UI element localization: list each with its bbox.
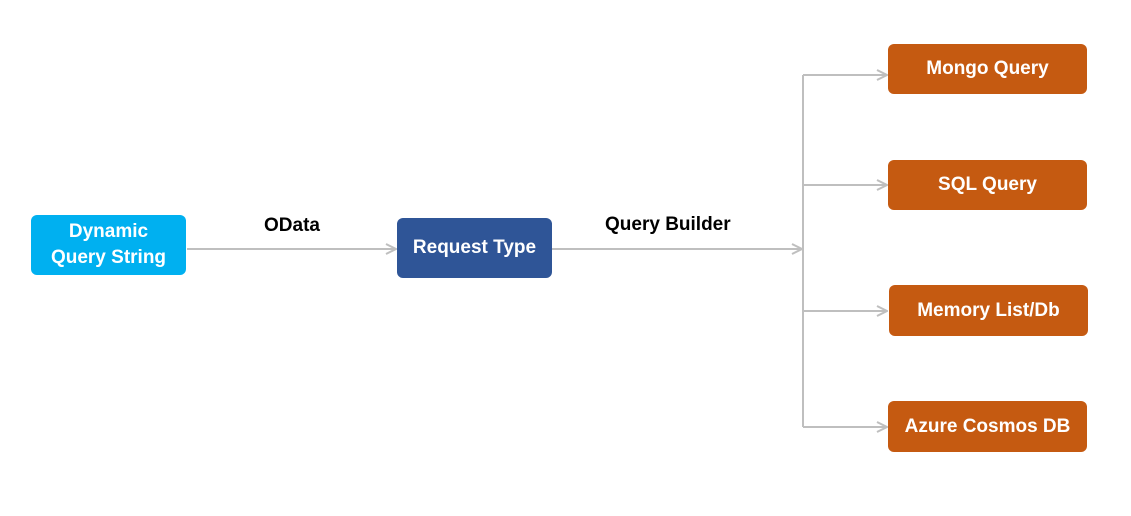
node-azure-cosmos-db-label: Azure Cosmos DB [904,415,1071,437]
edge-label-odata: OData [264,215,320,236]
node-sql-query-label: SQL Query [938,174,1037,195]
node-memory-list-db: Memory List/Db [889,285,1088,336]
node-azure-cosmos-db: Azure Cosmos DB [888,401,1087,452]
node-request-type-label: Request Type [412,237,537,258]
node-request-type: Request Type [397,218,552,278]
node-dynamic-query-string: Dynamic Query String [31,215,186,275]
node-dynamic-query-string-line1: Dynamic [68,221,149,242]
edge-label-query-builder: Query Builder [605,214,731,235]
node-sql-query: SQL Query [888,160,1087,210]
node-memory-list-db-label: Memory List/Db [917,299,1060,321]
node-mongo-query-label: Mongo Query [926,58,1049,79]
node-mongo-query: Mongo Query [888,44,1087,94]
node-dynamic-query-string-line2: Query String [50,247,167,268]
